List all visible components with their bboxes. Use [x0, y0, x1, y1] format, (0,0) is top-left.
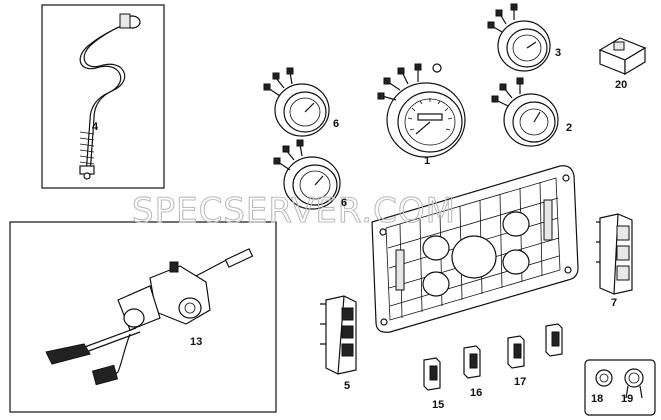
- callout-19: 19: [621, 393, 633, 405]
- callout-18: 18: [591, 393, 603, 405]
- speedometer-part-1: [377, 63, 466, 158]
- callout-17: 17: [514, 376, 526, 388]
- callout-16: 16: [470, 387, 482, 399]
- rocker-switch-part-16: [463, 345, 481, 379]
- frame-part-18-19: [584, 359, 656, 416]
- watermark: SPECSERVER.COM: [132, 191, 456, 231]
- gauge-part-2: [491, 77, 559, 147]
- rocker-switch-unlabeled: [545, 323, 563, 357]
- callout-15: 15: [432, 399, 444, 411]
- callout-6-upper: 6: [333, 118, 339, 130]
- cable-part-4: [79, 13, 141, 180]
- relay-part-20: [598, 37, 647, 76]
- frame-part-4: [41, 4, 165, 189]
- frame-part-13: [9, 221, 277, 413]
- gauge-part-6-lower: [273, 139, 341, 210]
- switch-block-part-7: [596, 213, 633, 295]
- rocker-switch-part-15: [423, 357, 441, 391]
- callout-6-lower: 6: [341, 197, 347, 209]
- socket-part-19: [624, 368, 644, 399]
- callout-20: 20: [615, 79, 627, 91]
- gauge-part-6-upper: [263, 67, 330, 137]
- socket-part-18: [595, 369, 613, 387]
- callout-2: 2: [566, 122, 572, 134]
- instrument-panel: [371, 165, 579, 333]
- callout-7: 7: [611, 297, 617, 309]
- switch-block-part-5: [320, 295, 357, 375]
- callout-4: 4: [92, 121, 99, 133]
- callout-1: 1: [424, 155, 430, 167]
- callout-5: 5: [344, 380, 350, 392]
- callout-13: 13: [190, 336, 202, 348]
- callout-3: 3: [555, 47, 561, 59]
- gauge-part-3: [487, 3, 551, 72]
- combination-switch-part-13: [45, 248, 254, 386]
- rocker-switch-part-17: [507, 335, 525, 369]
